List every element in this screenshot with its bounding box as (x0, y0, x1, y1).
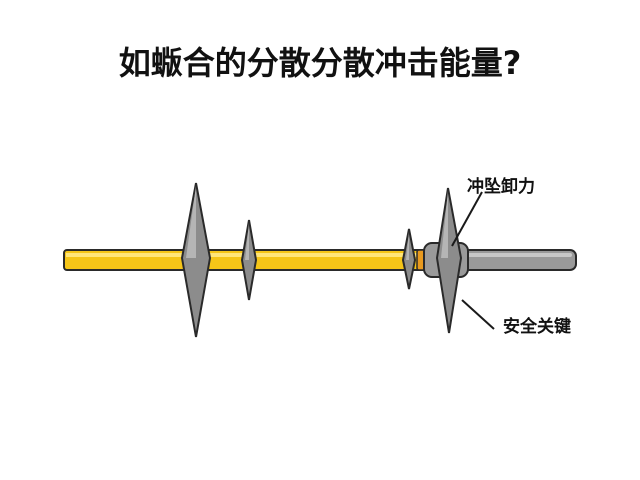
gray-rod-highlight (444, 253, 572, 257)
large-disc-right (435, 187, 463, 334)
safety-key-label: 安全关键 (503, 317, 571, 337)
page-title: 如蝂合的分散分散冲击能量? (118, 44, 522, 82)
leader-line-impact (451, 191, 483, 247)
impact-release-label: 冲坠卸力 (467, 177, 535, 197)
leader-line-safety (461, 299, 495, 330)
large-disc-left (180, 182, 212, 338)
